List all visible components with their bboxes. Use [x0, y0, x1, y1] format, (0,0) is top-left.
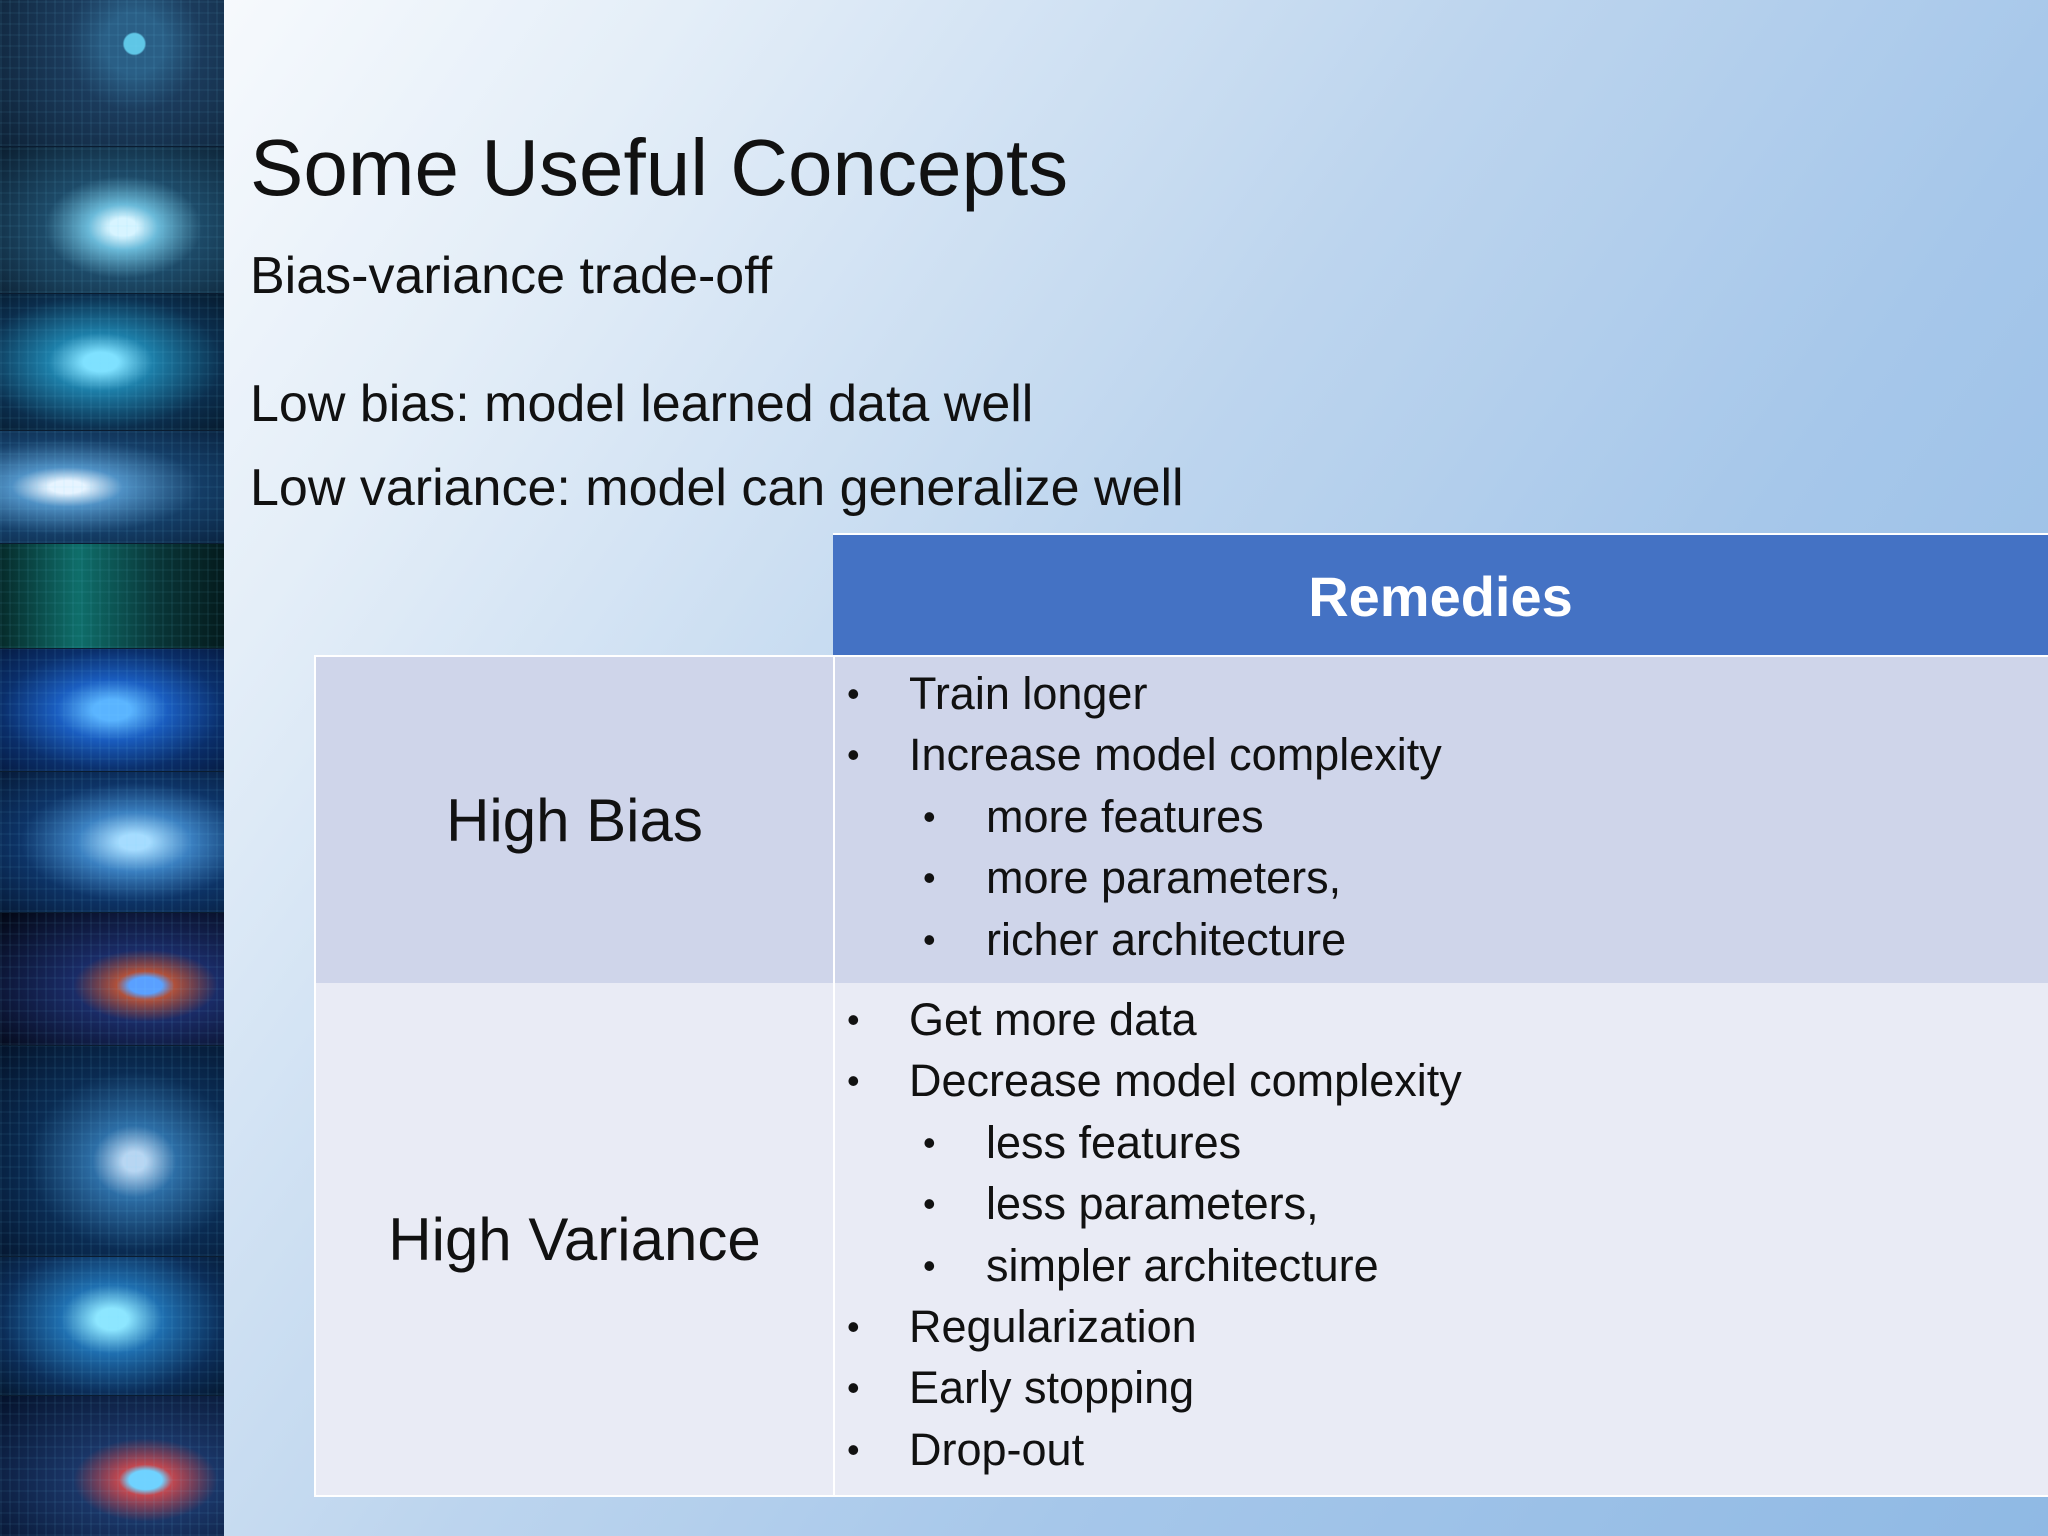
remedies-cell-high-variance: •Get more data •Decrease model complexit…	[835, 983, 2048, 1495]
slide-subtitle: Bias-variance trade-off	[250, 247, 773, 305]
bullet-icon: •	[847, 1060, 860, 1102]
bullet-icon: •	[847, 999, 860, 1040]
bullet-icon: •	[923, 918, 936, 960]
remedy-item: •Regularization	[835, 1296, 2048, 1357]
remedy-subitem: •more parameters,	[835, 847, 2048, 908]
low-bias-line: Low bias: model learned data well	[250, 375, 1034, 433]
glitch-face-thumbnail-image	[0, 913, 224, 1046]
ai-thumbnail-image	[0, 0, 224, 147]
remedy-item: •Early stopping	[835, 1357, 2048, 1418]
remedy-item: •Increase model complexity	[835, 724, 2048, 785]
table-row-high-variance: High Variance •Get more data •Decrease m…	[314, 983, 2048, 1497]
decorative-image-strip	[0, 0, 224, 1536]
bullet-icon: •	[847, 1367, 860, 1409]
remedy-subitem: •simpler architecture	[835, 1235, 2048, 1296]
remedy-item: •Decrease model complexity	[835, 1050, 2048, 1111]
network-brain-thumbnail-image	[0, 772, 224, 913]
low-variance-line: Low variance: model can generalize well	[250, 459, 1184, 517]
gears-head-thumbnail-image	[0, 431, 224, 544]
bullet-icon: •	[923, 795, 936, 837]
table-row-high-bias: High Bias •Train longer •Increase model …	[314, 655, 2048, 986]
digital-head-thumbnail-image	[0, 294, 224, 431]
bullet-icon: •	[923, 857, 936, 899]
remedy-subitem: •more features	[835, 786, 2048, 847]
remedy-subitem: •richer architecture	[835, 909, 2048, 970]
binary-heads-thumbnail-image	[0, 1046, 224, 1257]
remedy-item: •Drop-out	[835, 1419, 2048, 1480]
bullet-icon: •	[847, 673, 860, 714]
row-label-high-variance: High Variance	[314, 983, 835, 1495]
bullet-icon: •	[923, 1244, 936, 1286]
head-profile-thumbnail-image	[0, 1396, 224, 1536]
remedy-subitem: •less features	[835, 1112, 2048, 1173]
glowing-brain-thumbnail-image	[0, 1257, 224, 1396]
blue-brain-thumbnail-image	[0, 649, 224, 772]
brain-thumbnail-image	[0, 147, 224, 294]
circuit-head-thumbnail-image	[0, 544, 224, 649]
slide-title: Some Useful Concepts	[250, 123, 1069, 212]
bullet-icon: •	[923, 1121, 936, 1163]
bullet-icon: •	[847, 734, 860, 776]
remedies-cell-high-bias: •Train longer •Increase model complexity…	[835, 657, 2048, 984]
bullet-icon: •	[923, 1183, 936, 1225]
bullet-icon: •	[847, 1428, 860, 1470]
remedies-header: Remedies	[833, 533, 2048, 657]
remedy-subitem: •less parameters,	[835, 1173, 2048, 1234]
remedy-item: •Train longer	[835, 663, 2048, 724]
remedy-item: •Get more data	[835, 989, 2048, 1050]
row-label-high-bias: High Bias	[314, 657, 835, 984]
bullet-icon: •	[847, 1306, 860, 1348]
